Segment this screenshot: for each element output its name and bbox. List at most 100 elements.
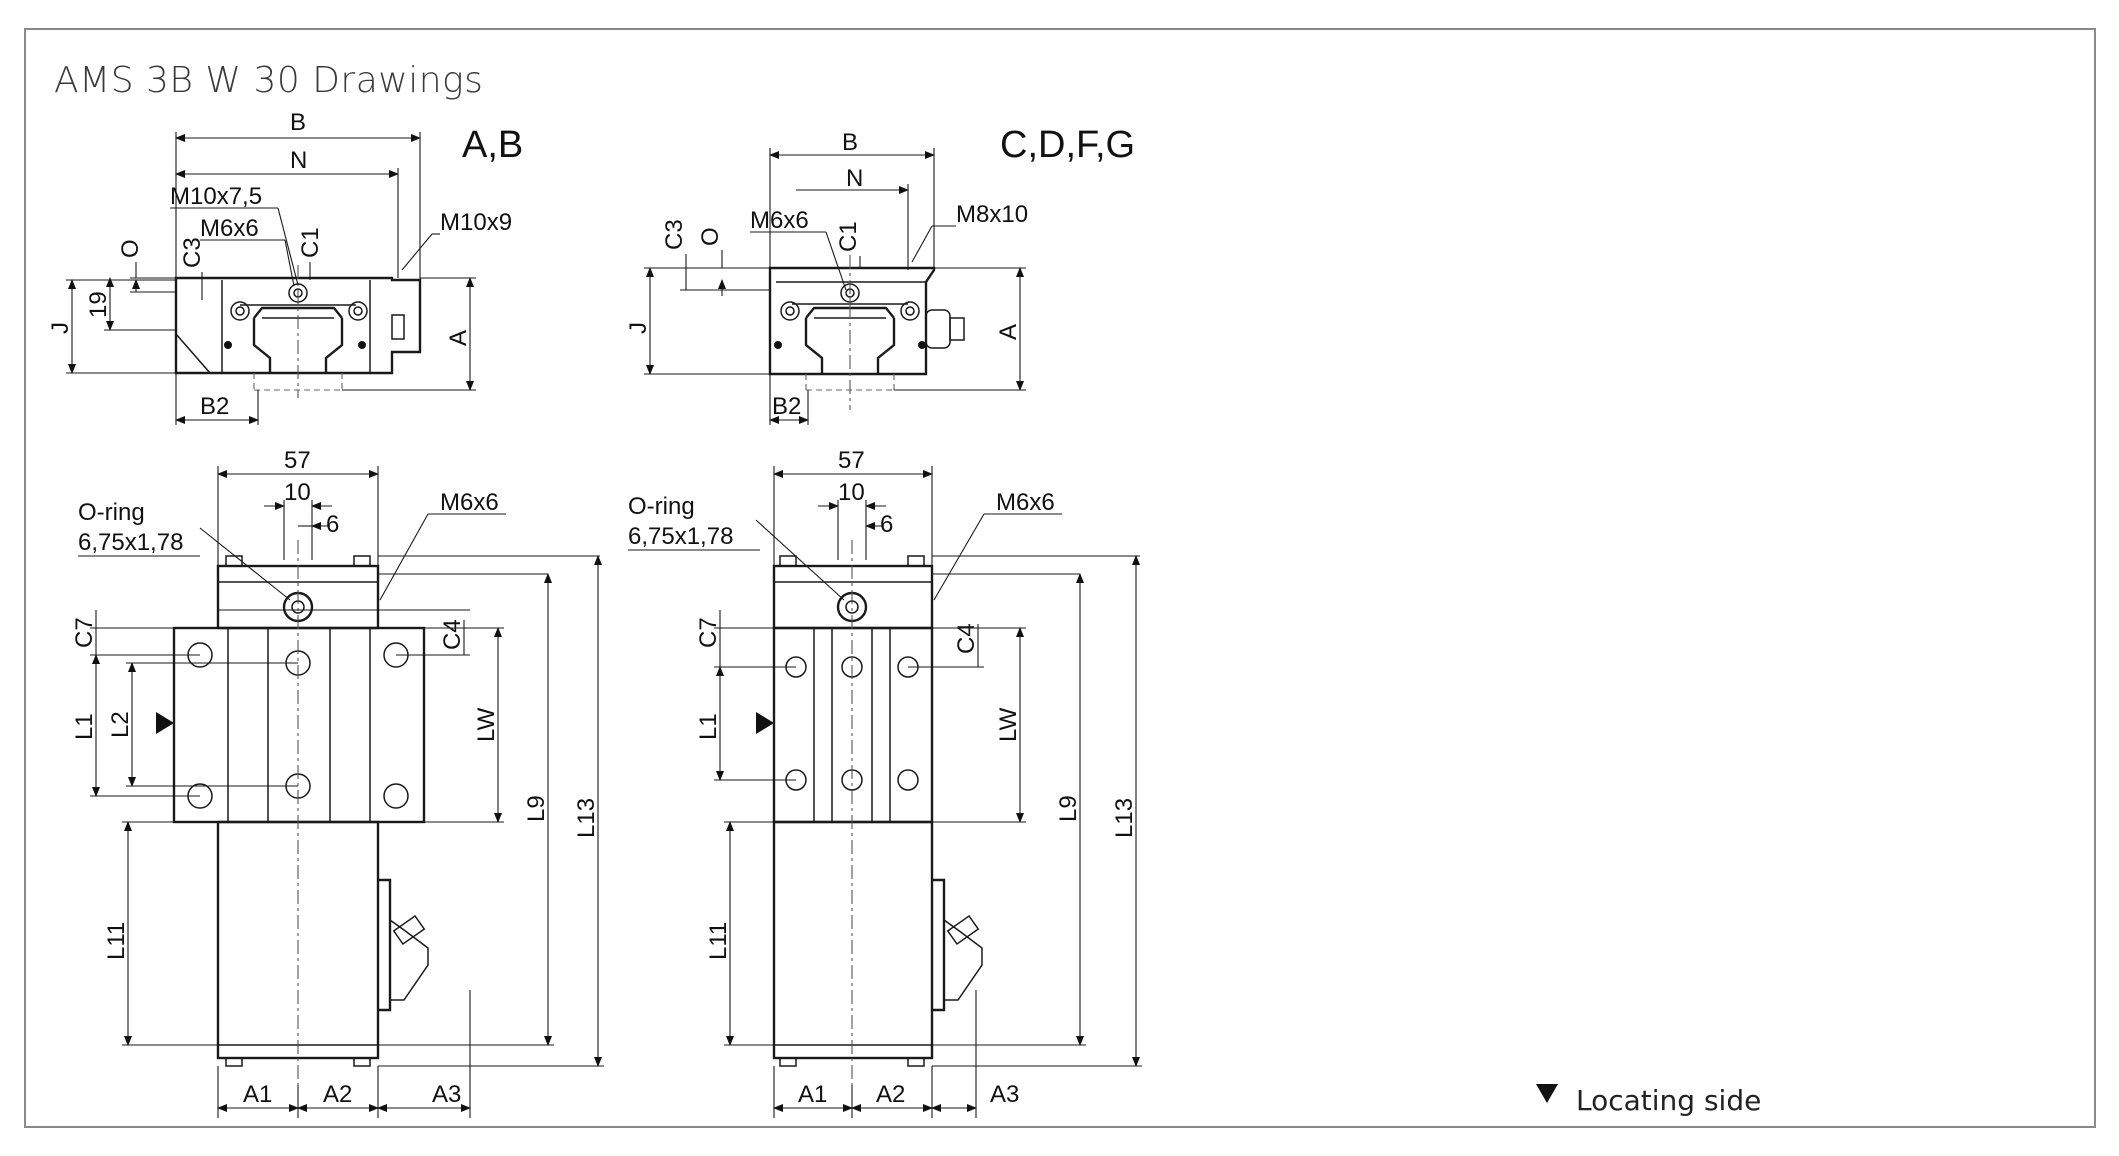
dim-label-6: 6 — [880, 511, 893, 538]
foot-tab — [225, 1057, 243, 1067]
carriage-chamfer — [175, 333, 211, 374]
lower-body — [772, 820, 934, 1060]
dim-label-10: 10 — [284, 479, 311, 506]
connector-head — [946, 914, 980, 946]
dim-label-c1: C1 — [297, 227, 324, 258]
variant-label-cdfg: C,D,F,G — [1000, 124, 1135, 166]
end-view-cdfg: C,D,F,G B N M6x6 M8x10 C3 O — [625, 124, 1135, 425]
bolt-icon — [900, 301, 920, 321]
foot-tab — [353, 1057, 371, 1067]
cap-tab — [353, 555, 371, 567]
callout-m6x6: M6x6 — [440, 489, 499, 516]
legend: Locating side — [1536, 1084, 1761, 1117]
variant-label-ab: A,B — [462, 124, 523, 166]
leader — [379, 513, 429, 601]
side-view-ab: 57 10 6 O-ring 6,75x1,78 M6x6 C7 L1 L2 C… — [71, 447, 604, 1118]
leader — [755, 519, 845, 601]
callout-o-ring-size: 6,75x1,78 — [628, 523, 733, 550]
dim-label-c7: C7 — [695, 617, 722, 648]
dim-label-n: N — [290, 147, 307, 174]
dim-label-57: 57 — [838, 447, 865, 474]
bolt-icon — [353, 306, 363, 316]
dim-label-b: B — [290, 109, 306, 136]
leader — [199, 527, 291, 601]
dim-label-c1: C1 — [835, 221, 862, 252]
bolt-icon — [785, 306, 795, 316]
dim-label-j: J — [625, 322, 652, 334]
dim-label-b2: B2 — [200, 393, 229, 420]
pin-icon — [224, 341, 232, 349]
connector-body — [932, 878, 946, 1012]
triangle-down-icon — [1536, 1084, 1558, 1103]
bolt-icon — [905, 306, 915, 316]
cap-tab — [779, 555, 797, 567]
dim-label-a: A — [995, 324, 1022, 340]
pin-icon — [918, 341, 926, 349]
connector-cable — [389, 919, 429, 1001]
dim-label-a2: A2 — [876, 1081, 905, 1108]
dim-label-l1: L1 — [71, 713, 98, 740]
dim-label-l11: L11 — [103, 922, 130, 960]
mount-hole-icon — [897, 769, 919, 791]
dim-label-10: 10 — [838, 479, 865, 506]
callout-m6x6: M6x6 — [996, 489, 1055, 516]
carriage-outline — [174, 276, 422, 375]
callout-m8x10: M8x10 — [956, 201, 1028, 228]
locating-side-marker-icon — [156, 712, 174, 734]
pin-icon — [358, 341, 366, 349]
page-title: AMS 3B W 30 Drawings — [54, 60, 484, 101]
dim-label-a: A — [445, 330, 472, 346]
leader — [911, 225, 933, 263]
connector — [391, 314, 405, 340]
bolt-icon — [348, 301, 368, 321]
callout-m10x7-5: M10x7,5 — [170, 183, 262, 210]
leader — [825, 231, 847, 291]
dim-label-a1: A1 — [243, 1081, 272, 1108]
dim-label-o: O — [117, 239, 144, 258]
dim-label-c4: C4 — [439, 619, 466, 650]
mount-hole-icon — [383, 783, 409, 809]
bolt-icon — [235, 306, 245, 316]
end-view-ab: A,B B N M10x7,5 M6x6 — [47, 109, 523, 425]
bolt-icon — [230, 301, 250, 321]
locating-side-marker-icon — [756, 712, 774, 734]
dim-label-c7: C7 — [71, 617, 98, 648]
bolt-icon — [780, 301, 800, 321]
end-cap — [772, 564, 934, 630]
cap-tab — [907, 555, 925, 567]
leader — [277, 207, 299, 286]
dim-label-6: 6 — [326, 511, 339, 538]
dim-label-lw: LW — [473, 707, 500, 742]
dim-label-l11: L11 — [705, 922, 732, 960]
connector-cable — [943, 919, 983, 1001]
drawing-frame — [24, 28, 2096, 1128]
connector — [925, 309, 951, 349]
callout-m6x6: M6x6 — [750, 207, 809, 234]
dim-label-j: J — [47, 322, 74, 334]
foot-tab — [779, 1057, 797, 1067]
dim-label-a1: A1 — [798, 1081, 827, 1108]
dim-label-a3: A3 — [990, 1081, 1019, 1108]
dim-label-lw: LW — [995, 707, 1022, 742]
dim-label-l2: L2 — [107, 711, 134, 738]
leader — [401, 233, 433, 271]
connector-head — [392, 914, 426, 946]
dim-label-57: 57 — [284, 447, 311, 474]
side-view-cdfg: 57 10 6 O-ring 6,75x1,78 M6x6 C7 L1 C4 L… — [628, 447, 1142, 1118]
dim-label-l13: L13 — [1111, 798, 1138, 838]
foot-tab — [907, 1057, 925, 1067]
dim-label-l9: L9 — [523, 795, 550, 822]
callout-o-ring: O-ring — [78, 499, 145, 526]
legend-locating-side: Locating side — [1576, 1084, 1761, 1117]
dim-label-a3: A3 — [432, 1081, 461, 1108]
dim-label-n: N — [846, 165, 863, 192]
dim-label-l13: L13 — [573, 798, 600, 838]
callout-o-ring-size: 6,75x1,78 — [78, 529, 183, 556]
connector-body — [378, 878, 392, 1012]
dim-label-o: O — [697, 227, 724, 246]
dim-label-a2: A2 — [323, 1081, 352, 1108]
dim-label-b2: B2 — [772, 393, 801, 420]
dim-label-l9: L9 — [1055, 795, 1082, 822]
leader — [933, 513, 985, 601]
